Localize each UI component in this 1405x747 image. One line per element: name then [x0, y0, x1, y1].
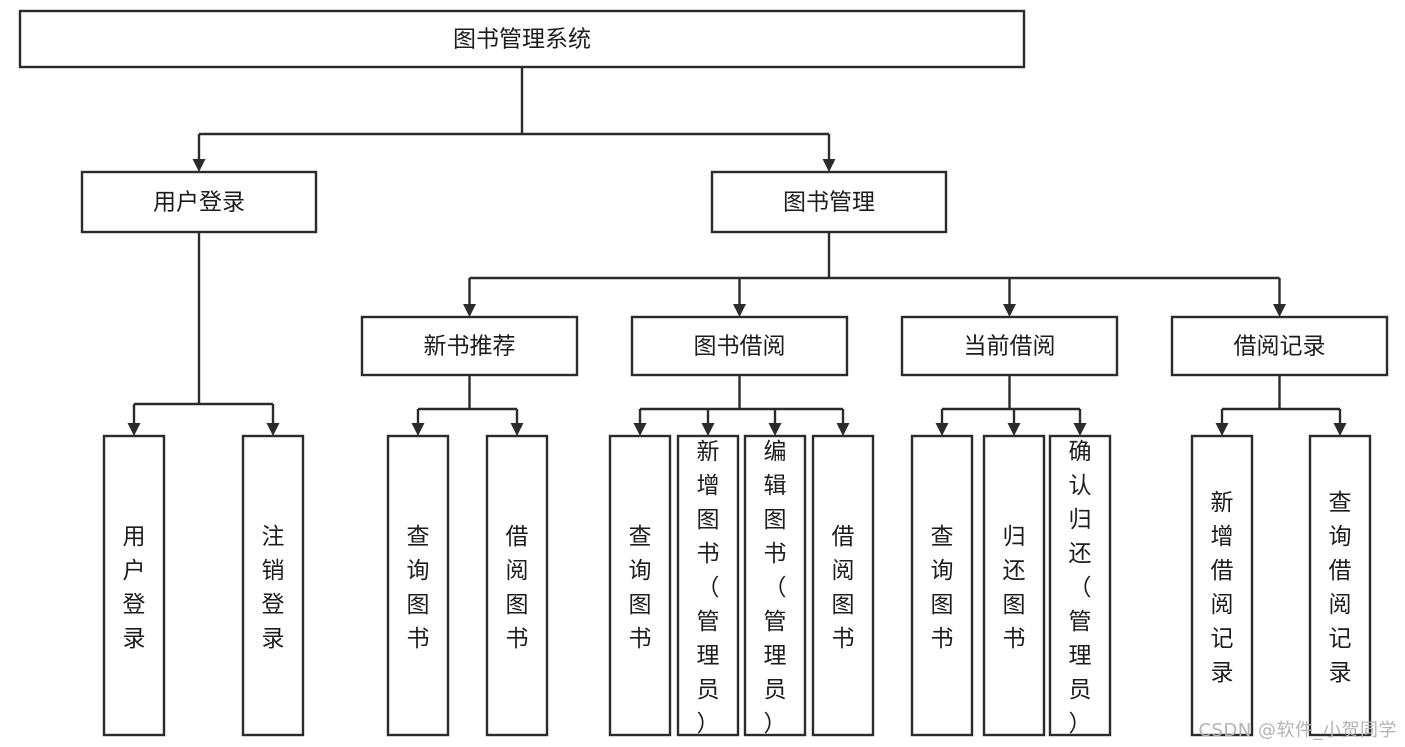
arrow-head-icon: [768, 423, 782, 436]
node-label: 编辑图书（管理员）: [764, 439, 787, 737]
node-layer: 图书管理系统用户登录图书管理新书推荐图书借阅当前借阅借阅记录用户登录注销登录查询…: [18, 9, 1389, 737]
node-label: 图书管理: [783, 190, 875, 216]
node-label: 借阅图书: [506, 524, 529, 652]
node-leaf-user-login[interactable]: 用户登录: [102, 434, 166, 737]
node-box: [102, 434, 166, 737]
node-leaf-add-record[interactable]: 新增借阅记录: [1190, 434, 1254, 737]
node-box: [80, 170, 318, 234]
node-current-borrow[interactable]: 当前借阅: [900, 315, 1119, 377]
node-label: 图书管理系统: [453, 27, 591, 53]
node-leaf-edit-book[interactable]: 编辑图书（管理员）: [743, 434, 807, 737]
node-new-book-recommend[interactable]: 新书推荐: [360, 315, 579, 377]
node-box: [241, 434, 305, 737]
node-box: [743, 434, 807, 737]
node-label: 注销登录: [262, 524, 285, 652]
node-leaf-logout[interactable]: 注销登录: [241, 434, 305, 737]
node-leaf-query-book-2[interactable]: 查询图书: [608, 434, 672, 737]
node-label: 查询图书: [931, 524, 954, 652]
arrow-head-icon: [463, 304, 476, 317]
node-box: [608, 434, 672, 737]
arrow-head-icon: [266, 423, 280, 436]
arrow-head-icon: [1333, 423, 1347, 436]
node-label: 确认归还（管理员）: [1069, 439, 1092, 737]
node-box: [386, 434, 450, 737]
node-box: [811, 434, 875, 737]
node-box: [1170, 315, 1389, 377]
arrow-head-icon: [1073, 423, 1087, 436]
node-leaf-confirm-return[interactable]: 确认归还（管理员）: [1048, 434, 1112, 737]
node-label: 查询图书: [629, 524, 652, 652]
node-box: [1190, 434, 1254, 737]
arrow-head-icon: [127, 423, 141, 436]
arrow-head-icon: [1003, 304, 1016, 317]
arrow-head-icon: [411, 423, 425, 436]
node-borrow-record[interactable]: 借阅记录: [1170, 315, 1389, 377]
node-label: 新书推荐: [424, 334, 516, 360]
node-box: [1048, 434, 1112, 737]
node-label: 图书借阅: [694, 334, 786, 360]
node-leaf-borrow-book-1[interactable]: 借阅图书: [485, 434, 549, 737]
node-leaf-borrow-book-2[interactable]: 借阅图书: [811, 434, 875, 737]
node-box: [710, 170, 948, 234]
node-label: 借阅记录: [1234, 334, 1326, 360]
node-box: [630, 315, 849, 377]
node-leaf-query-record[interactable]: 查询借阅记录: [1308, 434, 1372, 737]
node-leaf-return-book[interactable]: 归还图书: [982, 434, 1046, 737]
node-book-manage[interactable]: 图书管理: [710, 170, 948, 234]
node-label: 新增借阅记录: [1211, 490, 1234, 686]
arrow-head-icon: [822, 159, 836, 172]
node-leaf-query-book-3[interactable]: 查询图书: [910, 434, 974, 737]
node-root[interactable]: 图书管理系统: [18, 9, 1026, 69]
node-box: [676, 434, 740, 737]
node-user-login[interactable]: 用户登录: [80, 170, 318, 234]
node-label: 当前借阅: [964, 334, 1056, 360]
arrow-head-icon: [935, 423, 949, 436]
node-leaf-query-book-1[interactable]: 查询图书: [386, 434, 450, 737]
node-box: [1308, 434, 1372, 737]
arrow-head-icon: [633, 423, 647, 436]
arrow-head-icon: [1007, 423, 1021, 436]
node-book-borrow[interactable]: 图书借阅: [630, 315, 849, 377]
arrow-head-icon: [836, 423, 850, 436]
node-box: [900, 315, 1119, 377]
node-box: [485, 434, 549, 737]
node-box: [18, 9, 1026, 69]
node-label: 查询借阅记录: [1329, 490, 1352, 686]
node-label: 查询图书: [407, 524, 430, 652]
arrow-head-icon: [510, 423, 524, 436]
arrow-head-icon: [733, 304, 746, 317]
arrow-head-icon: [1273, 304, 1286, 317]
connector-layer: [127, 67, 1347, 436]
node-label: 用户登录: [153, 190, 245, 216]
node-box: [360, 315, 579, 377]
node-label: 新增图书（管理员）: [697, 439, 720, 737]
node-label: 借阅图书: [832, 524, 855, 652]
node-box: [910, 434, 974, 737]
node-label: 用户登录: [123, 524, 146, 652]
arrow-head-icon: [192, 159, 206, 172]
node-label: 归还图书: [1003, 524, 1026, 652]
node-box: [982, 434, 1046, 737]
arrow-head-icon: [1215, 423, 1229, 436]
arrow-head-icon: [701, 423, 715, 436]
node-leaf-add-book[interactable]: 新增图书（管理员）: [676, 434, 740, 737]
